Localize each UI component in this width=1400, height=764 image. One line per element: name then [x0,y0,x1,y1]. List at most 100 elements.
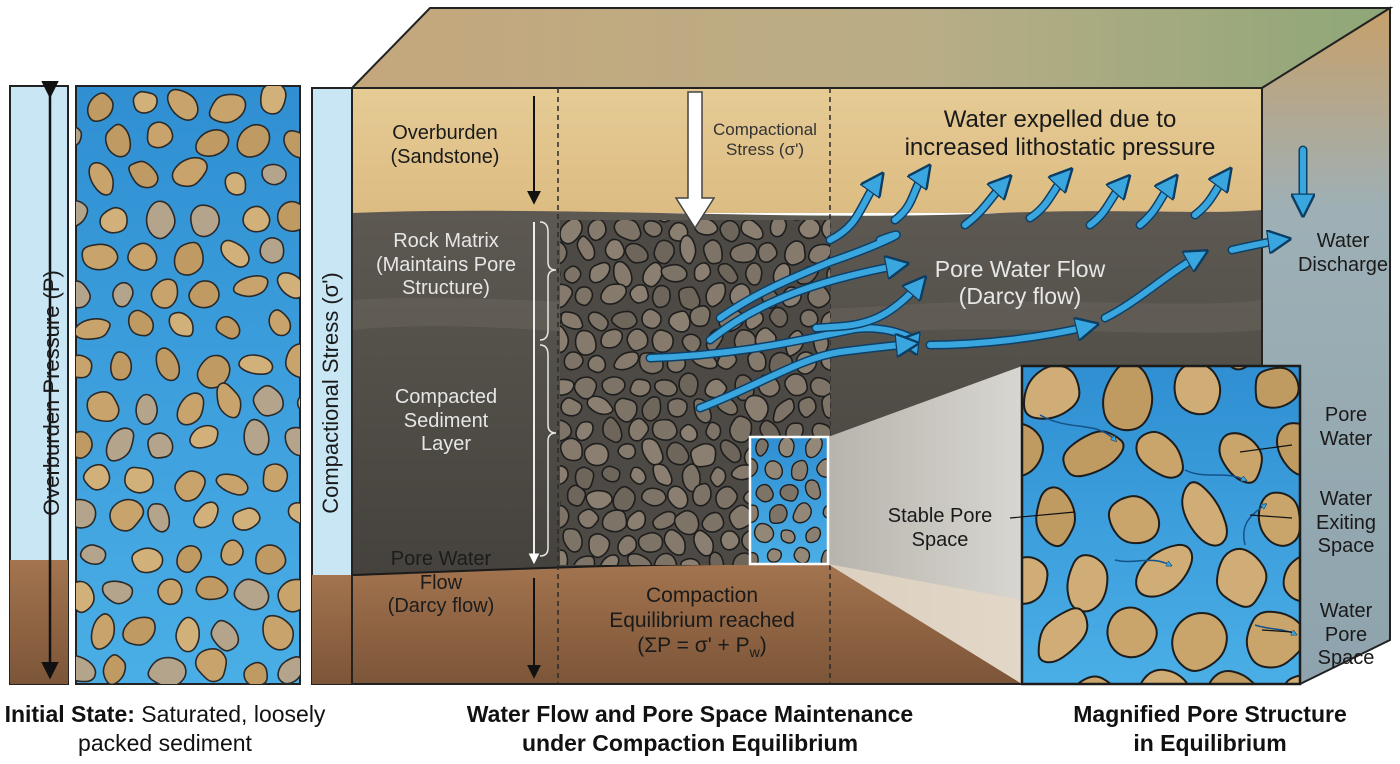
compacted-grain [729,242,758,264]
sediment-grain [243,418,270,456]
sediment-grain [195,128,230,157]
sediment-grain [76,580,95,614]
magnified-caption: Magnified Pore Structure in Equilibrium [1073,701,1347,756]
magnified-grain [1035,486,1076,548]
sediment-grain [76,280,91,309]
compacted-grain [560,325,570,354]
sediment-grain [147,656,187,684]
compacted-grain [666,441,690,466]
compacted-grain [769,220,788,238]
equilibrium-formula-main: (ΣP = σ' + P [637,633,750,657]
compacted-grain [719,220,741,243]
magnified-grain [1066,554,1109,613]
compacted-grain [627,417,650,442]
compacted-grain [560,419,573,442]
compacted-grain [601,376,626,396]
sediment-grain [189,204,221,238]
sediment-grain [166,88,199,122]
sediment-grain [135,393,158,426]
compacted-grain [560,311,584,330]
compacted-grain [626,328,649,352]
sediment-grain [76,498,97,529]
equilibrium-formula: (ΣP = σ' + Pw) [582,634,822,661]
sediment-grain [128,160,159,189]
equilibrium-formula-close: ) [759,633,767,657]
compacted-grain [560,504,570,529]
source-grain [790,459,809,482]
sediment-grain [157,578,183,606]
water-discharge-label: Water Discharge [1297,230,1389,276]
pore-water-flow-arrows [645,145,1303,413]
sediment-grain [215,473,249,496]
compacted-grain [660,263,688,283]
compactional-stress-label: Compactional Stress (σ') [713,120,817,160]
compacted-grain [560,549,569,565]
initial-state-caption-rest: Saturated, loosely packed sediment [78,701,326,756]
sediment-grain [176,544,203,574]
compacted-grain [637,531,664,553]
pore-water-flow-left-label: Pore Water Flow (Darcy flow) [387,548,495,618]
sediment-grain [236,123,271,158]
sediment-grain [220,239,250,268]
compacted-grain [560,437,583,462]
compacted-grain [641,308,662,330]
compacted-grain [629,378,652,398]
compacted-grain [626,552,653,565]
magnified-grain [1037,607,1089,664]
compacted-grain [613,351,640,371]
sediment-grain [76,318,111,340]
sediment-grain [194,647,228,683]
compacted-grain [560,378,575,396]
compacted-grain [587,220,607,242]
sediment-grain [234,53,265,77]
compacted-grain [663,528,686,556]
leader-water-exiting [1249,514,1293,519]
sediment-grain [102,653,127,684]
compacted-grain [653,552,678,565]
leader-pore-water [1239,444,1293,453]
sediment-grain [146,121,174,149]
compacted-grain [692,482,712,507]
magnified-flow-arrows [1039,414,1295,634]
compacted-grain [701,511,725,533]
compacted-grain [702,239,723,265]
compacted-grain [651,284,671,309]
magnified-grain [1218,432,1263,484]
source-grain [816,458,828,478]
water-pore-space-label: Water Pore Space [1317,600,1375,670]
compacted-grain [680,557,701,565]
sediment-grain [101,580,134,605]
sediment-grain [127,242,158,272]
pore-water-label: Pore Water [1319,404,1373,450]
sediment-grain [155,347,181,382]
sediment-grain [104,123,132,158]
sediment-grain [224,171,247,196]
magnified-grain [1275,422,1300,477]
sediment-grain [208,93,247,124]
compacted-grain [681,463,701,493]
source-grain [792,502,812,524]
source-grain [804,437,823,459]
equilibrium-line2: Equilibrium reached [609,608,795,632]
sediment-grain [232,507,261,531]
water-expelled-label: Water expelled due to increased lithosta… [904,106,1216,162]
sediment-grain [238,354,274,376]
main-caption: Water Flow and Pore Space Maintenance un… [466,701,914,756]
sediment-grain [86,92,114,123]
source-grain [768,503,788,524]
sediment-grain [276,271,300,300]
source-grain [755,483,774,503]
water-exiting-label: Water Exiting Space [1315,488,1377,558]
compacted-grain [797,220,821,240]
source-grain [753,522,775,544]
magnified-pore-outline [1020,364,1302,686]
sediment-grain [90,613,116,650]
sediment-grain [242,205,271,233]
block-top-face [349,7,1394,89]
sediment-grain [76,200,89,227]
sediment-grain [259,237,285,264]
compacted-grain [720,530,741,551]
compacted-grain [740,220,764,241]
sediment-grain [109,351,133,381]
